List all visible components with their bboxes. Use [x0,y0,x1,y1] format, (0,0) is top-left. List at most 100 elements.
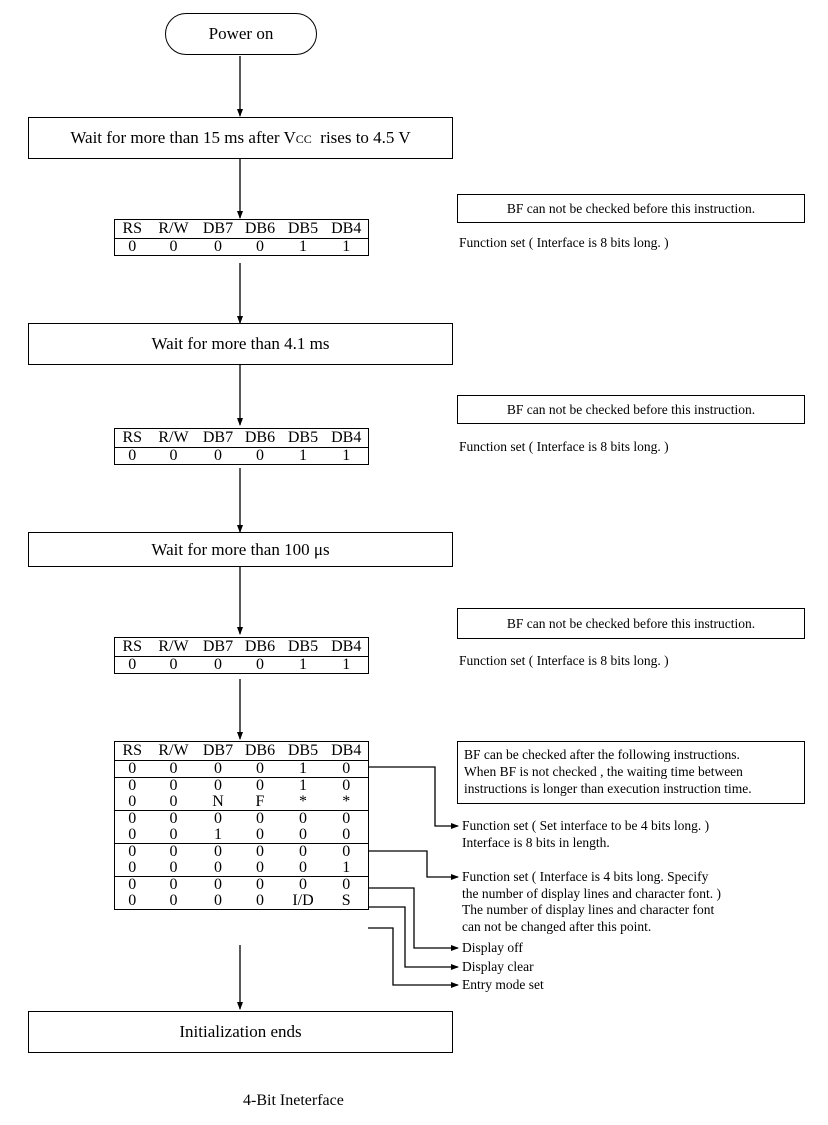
col-db7: DB7 [197,637,239,657]
desc-entry-mode-set: Entry mode set [462,977,544,992]
desc-line: the number of display lines and characte… [462,885,722,901]
cell: 0 [214,892,222,909]
cell: 0 [149,760,198,778]
desc-function-set-4bit: Function set ( Set interface to be 4 bit… [462,818,709,851]
cell: 0 [169,892,178,909]
col-db4: DB4 [324,741,369,761]
col-rs: RS [114,219,150,239]
bf-checked-note: BF can be checked after the following in… [457,741,805,804]
col-db5: DB5 [281,741,325,761]
cell: 0 [169,777,178,794]
cell: 0 [214,843,222,860]
cell: * [324,794,369,811]
cell: 0 [128,876,137,893]
bf-checked-line-2: When BF is not checked , the waiting tim… [464,764,743,779]
wait-15ms-label: Wait for more than 15 ms after VCC rises… [70,128,411,147]
cell: 0 [256,447,264,464]
cell: 0 [169,447,178,464]
cell: 0 [197,760,239,778]
col-rw: R/W [149,741,198,761]
col-db6: DB6 [238,741,282,761]
cell: 0 [128,238,137,255]
cell: 0 [114,760,150,778]
cell: 0 [169,810,178,827]
cell: 0 [128,656,137,673]
cell: 0 [281,827,325,844]
cell: 0 [114,827,150,844]
desc-line: can not be changed after this point. [462,918,652,934]
col-rs: RS [114,741,150,761]
cell: 0 [214,238,222,255]
function-set-8bit-text-1: Function set ( Interface is 8 bits long.… [459,235,669,250]
cell: 0 [128,447,137,464]
cell: 0 [169,656,178,673]
cell: 0 [214,876,222,893]
cell: 1 [324,860,369,877]
desc-function-set-lines: Function set ( Interface is 4 bits long.… [462,869,721,935]
cell: 0 [324,760,369,778]
register-table-3: RS R/W DB7 DB6 DB5 DB4 0 0 0 0 1 1 [114,637,369,674]
power-on-terminator: Power on [165,13,317,55]
bf-note-3: BF can not be checked before this instru… [457,608,805,639]
power-on-label: Power on [208,24,274,43]
col-db6: DB6 [238,637,282,657]
figure-caption: 4-Bit Ineterface [243,1092,344,1109]
cell: F [238,794,282,811]
cell: 0 [214,447,222,464]
cell: 0 [256,843,264,860]
cell: 1 [197,827,239,844]
cell: 1 [299,777,307,794]
col-db6: DB6 [238,219,282,239]
cell: 0 [342,777,351,794]
cell: 0 [281,860,325,877]
cell: 0 [342,843,351,860]
col-db7: DB7 [197,428,239,448]
cell: 0 [149,860,198,877]
cell: 1 [299,656,307,673]
cell: I/D [292,892,314,909]
cell: 0 [256,656,264,673]
desc-line: Function set ( Interface is 4 bits long.… [462,869,709,884]
bf-note-2: BF can not be checked before this instru… [457,395,805,424]
register-table-1: RS R/W DB7 DB6 DB5 DB4 0 0 0 0 1 1 [114,219,369,256]
col-rs: RS [114,428,150,448]
wait-100us-box: Wait for more than 100 μs [28,532,453,567]
col-db7: DB7 [197,741,239,761]
cell: * [281,794,325,811]
cell: 0 [114,794,150,811]
cell: 0 [128,843,137,860]
cell: 0 [238,860,282,877]
initialization-ends-box: Initialization ends [28,1011,453,1053]
col-db5: DB5 [281,637,325,657]
cell: 0 [169,238,178,255]
cell: 0 [238,760,282,778]
col-db5: DB5 [281,219,325,239]
cell: 0 [256,810,264,827]
cell: 1 [299,238,307,255]
wait-4ms-label: Wait for more than 4.1 ms [151,334,330,353]
bf-checked-line-1: BF can be checked after the following in… [464,747,740,762]
col-rw: R/W [149,637,198,657]
wait-100us-label: Wait for more than 100 μs [151,539,330,559]
desc-line: The number of display lines and characte… [462,902,715,917]
cell: 0 [149,827,198,844]
desc-display-clear: Display clear [462,959,534,974]
col-db4: DB4 [324,219,369,239]
cell: 1 [281,760,325,778]
col-db4: DB4 [324,428,369,448]
cell: 0 [342,876,351,893]
cell: 0 [169,843,178,860]
wait-4ms-box: Wait for more than 4.1 ms [28,323,453,365]
cell: 0 [128,892,137,909]
desc-line: Function set ( Set interface to be 4 bit… [462,818,710,833]
cell: 0 [214,777,222,794]
bf-note-1: BF can not be checked before this instru… [457,194,805,223]
cell: 0 [256,238,264,255]
